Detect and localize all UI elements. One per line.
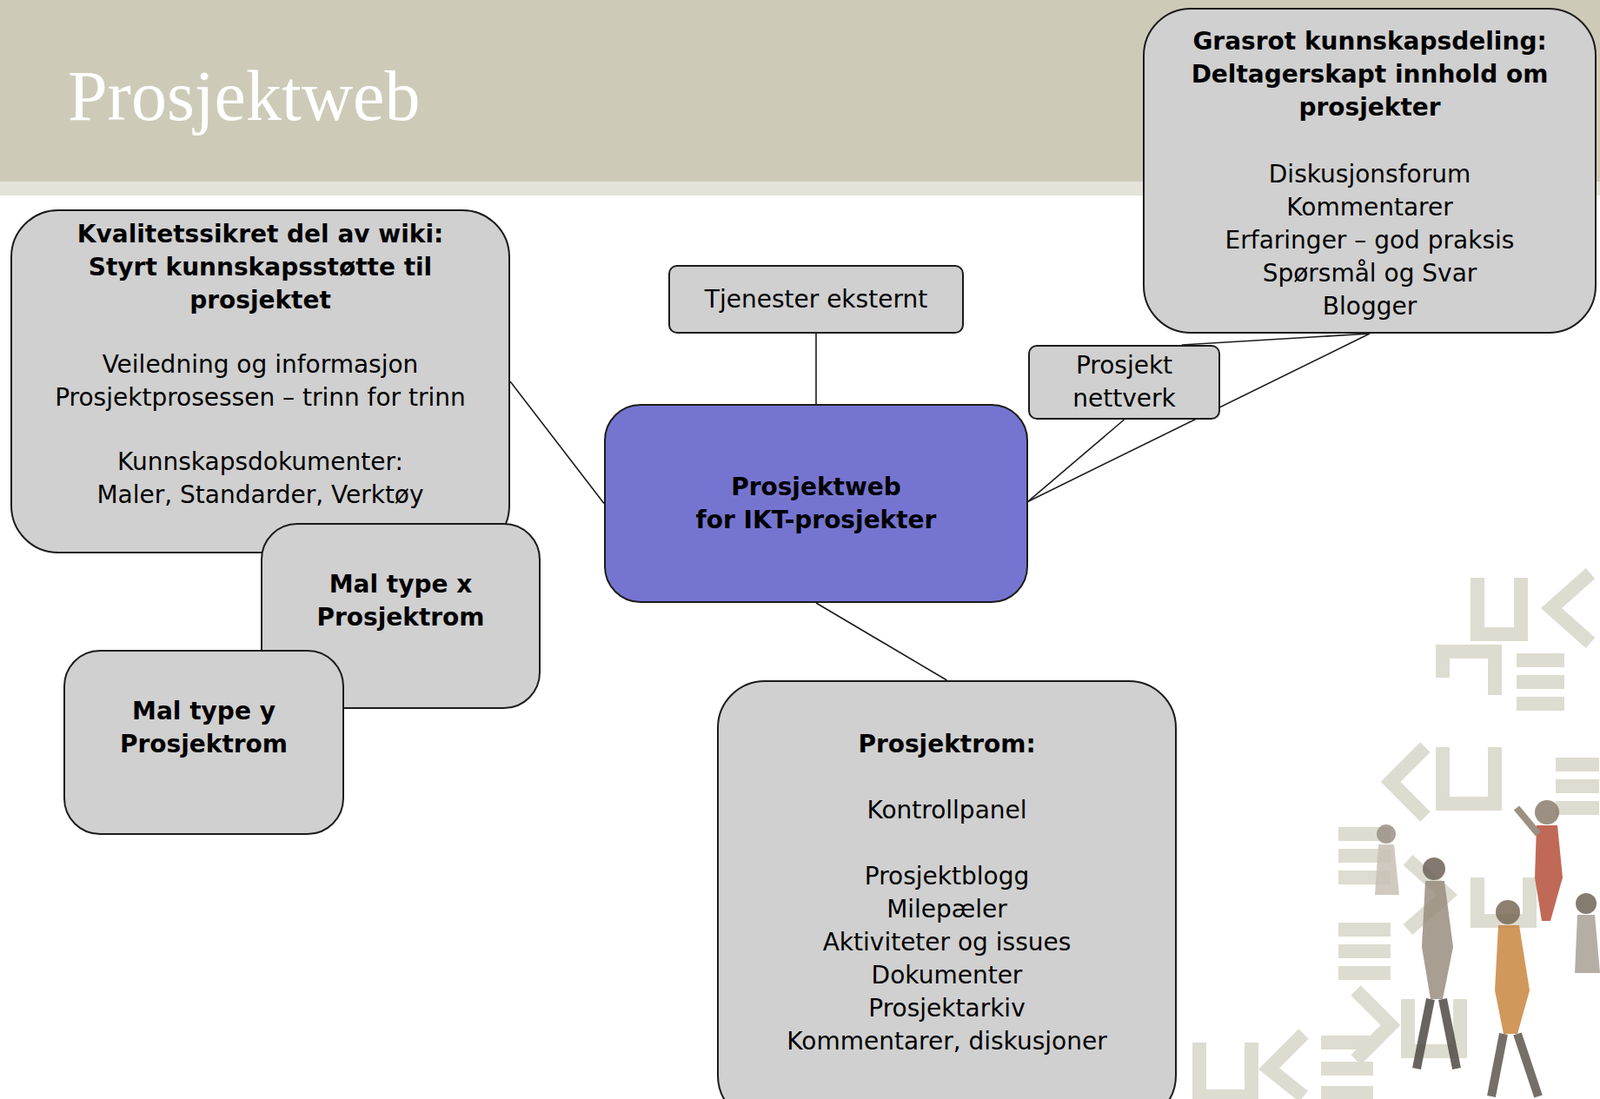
box-heading: Kvalitetssikret del av wiki: <box>77 218 444 252</box>
box-text: Spørsmål og Svar <box>1262 257 1478 291</box>
box-text: Erfaringer – god praksis <box>1225 224 1515 258</box>
box-heading: Mal type x <box>329 568 473 602</box>
box-heading: Styrt kunnskapsstøtte til prosjektet <box>73 251 448 318</box>
box-text: Kunnskapsdokumenter: <box>117 445 404 479</box>
box-text: Maler, Standarder, Verktøy <box>96 478 424 512</box>
box-text: Prosjektarkiv <box>868 992 1025 1026</box>
box-text: Kommentarer <box>1286 191 1453 225</box>
box-text: Veiledning og informasjon <box>102 348 419 382</box>
box-text: Prosjektprosessen – trinn for trinn <box>54 381 466 415</box>
connector-line <box>1028 419 1125 502</box>
box-heading: Grasrot kunnskapsdeling: <box>1192 25 1547 59</box>
network-box: Prosjekt nettverk <box>1028 345 1221 420</box>
box-text: Diskusjonsforum <box>1268 158 1471 192</box>
template-box: Mal type yProsjektrom <box>63 650 345 836</box>
box-text: Blogger <box>1322 290 1417 324</box>
service-box: Tjenester eksternt <box>668 265 964 334</box>
project-room-box: Prosjektrom: KontrollpanelProsjektbloggMi… <box>717 680 1177 1099</box>
box-text: Milepæler <box>886 893 1008 927</box>
box-heading: Mal type y <box>132 695 276 729</box>
knowledge-box: Kvalitetssikret del av wiki:Styrt kunnsk… <box>10 209 511 554</box>
box-heading: Prosjektrom: <box>857 728 1036 762</box>
box-text: Kontrollpanel <box>866 794 1027 828</box>
box-text: Tjenester eksternt <box>704 283 928 317</box>
box-text: Prosjektblogg <box>864 860 1030 894</box>
box-heading: for IKT-prosjekter <box>696 504 937 538</box>
connector-line <box>1028 333 1370 502</box>
box-heading: Deltagerskapt innhold om prosjekter <box>1161 58 1579 125</box>
box-heading: Prosjektrom <box>119 728 288 762</box>
page-title: Prosjektweb <box>67 60 420 133</box>
box-heading: Prosjektweb <box>730 471 902 505</box>
community-box: Grasrot kunnskapsdeling:Deltagerskapt in… <box>1142 7 1597 334</box>
box-text: Kommentarer, diskusjoner <box>786 1025 1107 1059</box>
hub-box: Prosjektwebfor IKT-prosjekter <box>604 404 1029 604</box>
connector-line <box>1181 333 1370 346</box>
box-text: Dokumenter <box>871 959 1023 993</box>
connector-line <box>815 333 817 405</box>
box-heading: Prosjektrom <box>316 601 485 635</box>
box-text: Prosjekt nettverk <box>1042 349 1208 416</box>
box-text: Aktiviteter og issues <box>823 926 1072 960</box>
connector-line <box>510 381 605 505</box>
connector-line <box>816 603 948 681</box>
